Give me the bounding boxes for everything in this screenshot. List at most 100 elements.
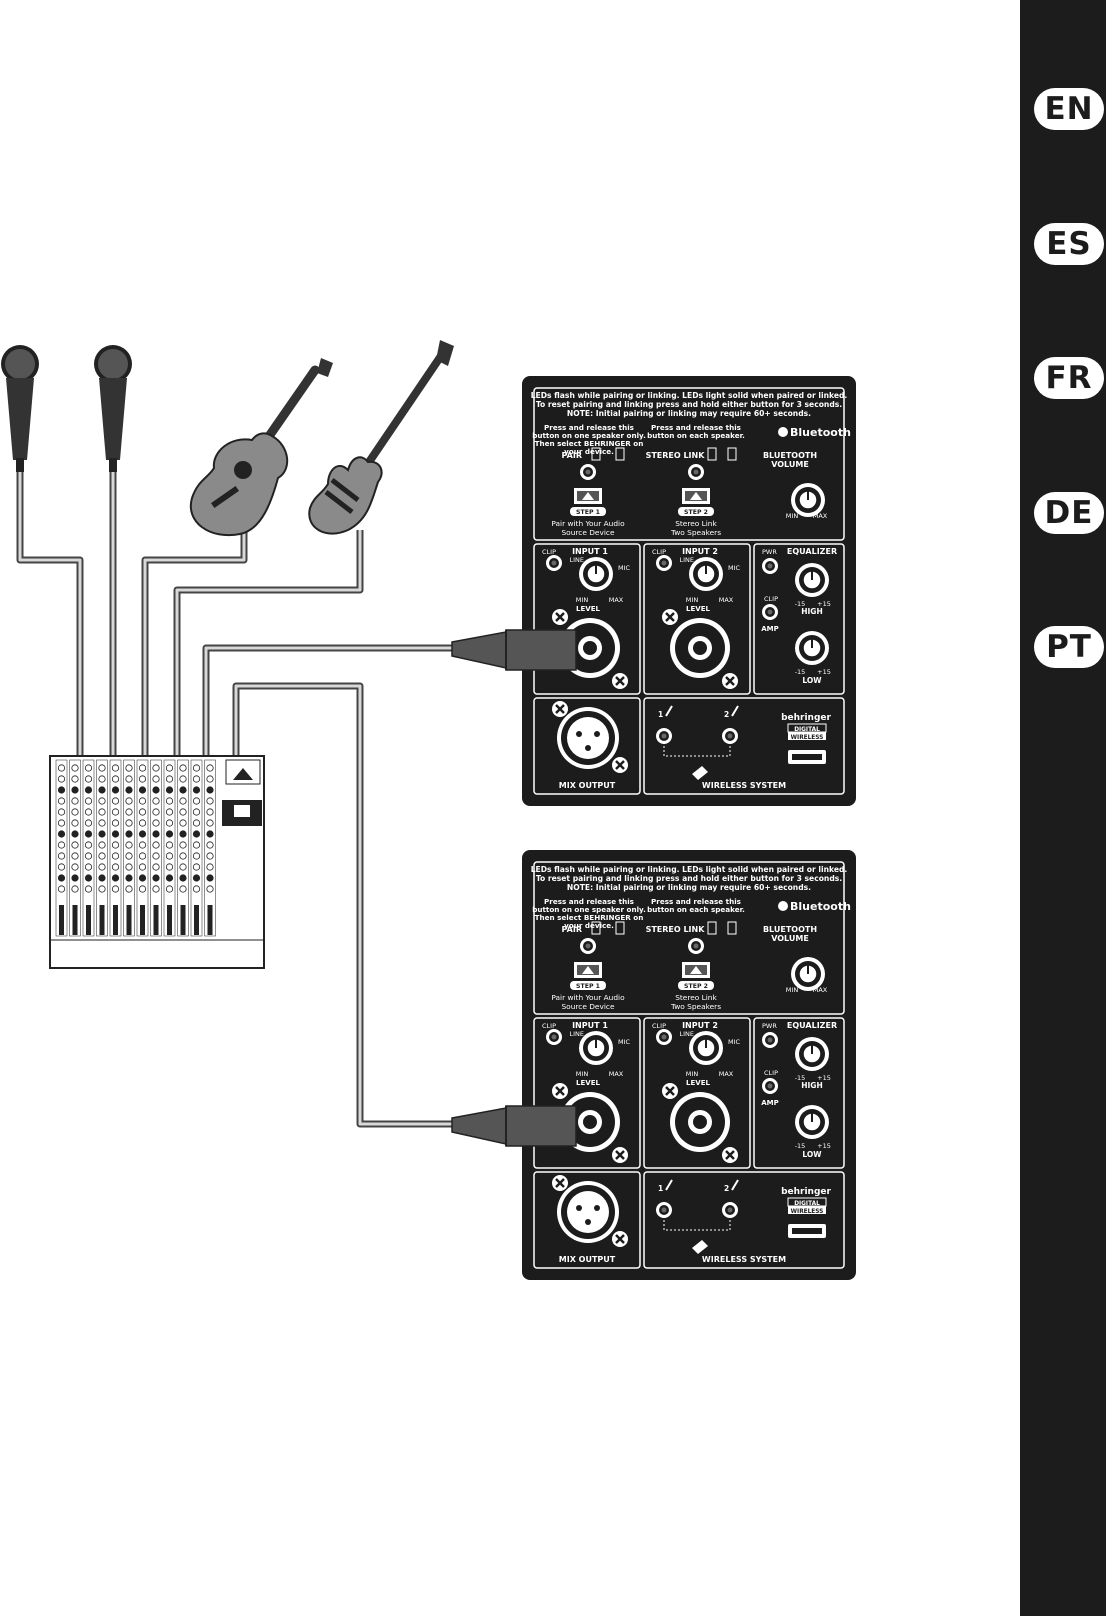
phone-icon xyxy=(591,921,601,935)
high-minus: -15 xyxy=(795,1074,806,1082)
low-label: LOW xyxy=(802,676,822,685)
low-minus: -15 xyxy=(795,1142,806,1150)
step1-desc-2: Source Device xyxy=(561,1002,614,1011)
bt-volume-label-2: VOLUME xyxy=(771,934,809,943)
wireless-2-label: 2 xyxy=(724,710,729,719)
xlr-plug-top xyxy=(451,629,577,671)
equalizer-label: EQUALIZER xyxy=(787,1021,837,1030)
step2-desc-1: Stereo Link xyxy=(675,519,717,528)
lang-tab-pt[interactable]: PT xyxy=(1034,626,1104,668)
microphone-icon xyxy=(1,345,39,472)
bt-volume-label-2: VOLUME xyxy=(771,460,809,469)
step1-desc-1: Pair with Your Audio xyxy=(551,519,625,528)
pwr-label: PWR xyxy=(762,1022,777,1030)
speaker-icon xyxy=(615,921,625,935)
bluetooth-label: Bluetooth xyxy=(790,426,851,439)
low-plus: +15 xyxy=(817,668,831,676)
input1-max: MAX xyxy=(609,596,624,604)
mic-label: MIC xyxy=(728,564,741,572)
amp-label: AMP xyxy=(761,625,779,633)
clip-label: CLIP xyxy=(652,548,666,556)
line-label: LINE xyxy=(569,1030,584,1038)
step1-label: STEP 1 xyxy=(576,509,600,516)
bt-volume-label-1: BLUETOOTH xyxy=(763,925,817,934)
equalizer-label: EQUALIZER xyxy=(787,547,837,556)
connection-diagram: LEDs flash while pairing or linking. LED… xyxy=(1,340,856,1280)
mix-output-label: MIX OUTPUT xyxy=(559,1255,616,1264)
clip-label: CLIP xyxy=(764,595,778,603)
clip-label: CLIP xyxy=(652,1022,666,1030)
amp-label: AMP xyxy=(761,1099,779,1107)
clip-label: CLIP xyxy=(542,548,556,556)
panel-notice-2: To reset pairing and linking press and h… xyxy=(536,874,842,883)
stereo-link-label: STEREO LINK xyxy=(646,925,706,934)
mixer-channel-strip xyxy=(109,759,122,937)
wireless-mic-icon xyxy=(665,1179,673,1191)
mixer-channel-strip xyxy=(150,759,162,937)
wireless-label: WIRELESS xyxy=(791,735,824,741)
lang-tab-es[interactable]: ES xyxy=(1034,223,1104,265)
input2-level-label: LEVEL xyxy=(686,1079,710,1087)
mixer-channel-strip xyxy=(69,759,81,937)
wireless-mic-icon xyxy=(731,705,739,717)
microphone-icon xyxy=(94,345,132,472)
step2-desc-1: Stereo Link xyxy=(675,993,717,1002)
wireless-system-label: WIRELESS SYSTEM xyxy=(702,781,786,790)
pair-hint-2: button on one speaker only. xyxy=(532,905,646,914)
xlr-plug-bottom xyxy=(451,1105,577,1147)
input1-label: INPUT 1 xyxy=(572,1021,608,1030)
digital-label: DIGITAL xyxy=(794,727,820,733)
mixer-channel-strip xyxy=(82,759,95,937)
mixer-channel-strip xyxy=(163,759,176,937)
pwr-label: PWR xyxy=(762,548,777,556)
mixer-channel-strip xyxy=(96,759,108,937)
stereo-link-label: STEREO LINK xyxy=(646,451,706,460)
step2-desc-2: Two Speakers xyxy=(670,1002,721,1011)
pair-hint-3: Then select BEHRINGER on xyxy=(535,439,644,448)
speaker-icon xyxy=(727,447,737,461)
lang-tab-fr[interactable]: FR xyxy=(1034,357,1104,399)
pair-label: PAIR xyxy=(562,451,582,460)
bluetooth-icon xyxy=(778,427,788,437)
mixer-channel-strip xyxy=(190,759,203,937)
panel-notice-3: NOTE: Initial pairing or linking may req… xyxy=(567,883,811,892)
lang-tab-de[interactable]: DE xyxy=(1034,492,1104,534)
panel-notice-3: NOTE: Initial pairing or linking may req… xyxy=(567,409,811,418)
pair-hint-1: Press and release this xyxy=(544,423,634,432)
mixer-channel-strip xyxy=(177,759,189,937)
pair-hint-4: your device. xyxy=(564,921,614,930)
speaker-icon xyxy=(615,447,625,461)
low-minus: -15 xyxy=(795,668,806,676)
mic-label: MIC xyxy=(618,1038,631,1046)
link-hint-2: button on each speaker. xyxy=(647,431,745,440)
high-plus: +15 xyxy=(817,600,831,608)
input2-min: MIN xyxy=(686,1070,699,1078)
speaker-icon xyxy=(727,921,737,935)
input1-min: MIN xyxy=(576,596,589,604)
mixer-icon xyxy=(49,755,265,969)
pair-hint-4: your device. xyxy=(564,447,614,456)
step2-desc-2: Two Speakers xyxy=(670,528,721,537)
low-label: LOW xyxy=(802,1150,822,1159)
link-hint-2: button on each speaker. xyxy=(647,905,745,914)
bass-guitar-icon xyxy=(308,340,454,535)
usb-dongle-icon xyxy=(692,766,708,780)
pair-hint-3: Then select BEHRINGER on xyxy=(535,913,644,922)
speaker-panel-top: LEDs flash while pairing or linking. LED… xyxy=(522,376,856,806)
digital-label: DIGITAL xyxy=(794,1201,820,1207)
high-label: HIGH xyxy=(801,1081,823,1090)
panel-notice-2: To reset pairing and linking press and h… xyxy=(536,400,842,409)
wireless-1-label: 1 xyxy=(658,1184,663,1193)
acoustic-guitar-icon xyxy=(189,358,333,537)
clip-label: CLIP xyxy=(764,1069,778,1077)
lang-tab-en[interactable]: EN xyxy=(1034,88,1104,130)
high-label: HIGH xyxy=(801,607,823,616)
wireless-mic-icon xyxy=(731,1179,739,1191)
phone-icon xyxy=(591,447,601,461)
input2-min: MIN xyxy=(686,596,699,604)
input1-level-label: LEVEL xyxy=(576,605,600,613)
mixer-channel-strip xyxy=(123,759,135,937)
high-minus: -15 xyxy=(795,600,806,608)
input2-max: MAX xyxy=(719,596,734,604)
pair-hint-2: button on one speaker only. xyxy=(532,431,646,440)
